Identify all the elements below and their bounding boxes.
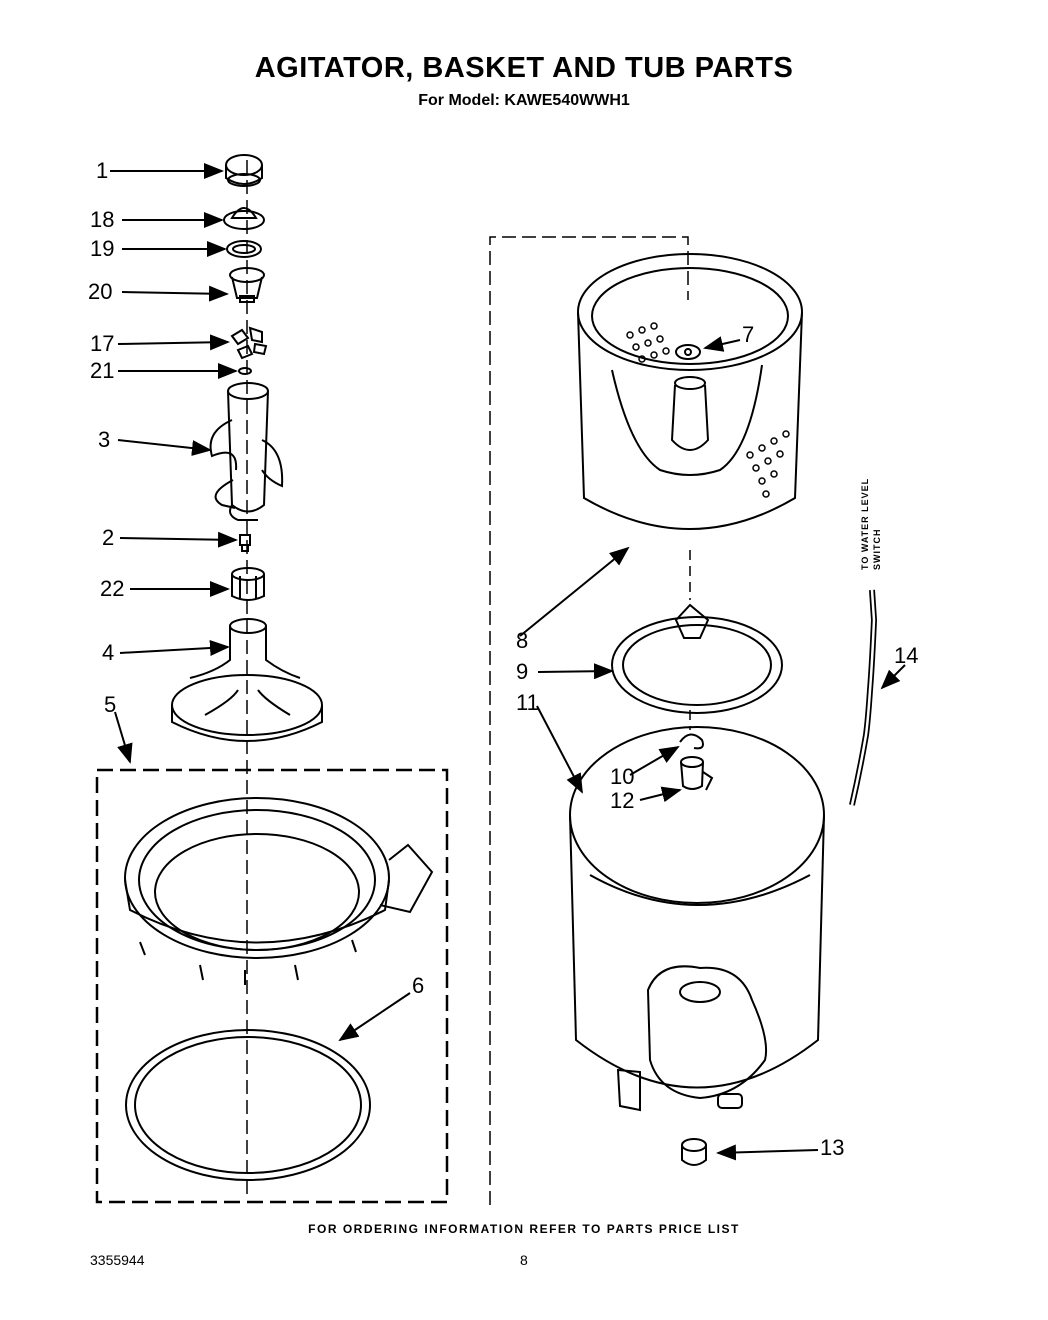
ordering-info-footer: FOR ORDERING INFORMATION REFER TO PARTS … bbox=[308, 1222, 740, 1236]
part-1-cap bbox=[225, 154, 263, 187]
right-bracket-line bbox=[489, 236, 689, 1205]
part-11-tub bbox=[569, 726, 825, 1112]
callout-5: 5 bbox=[104, 692, 117, 717]
leader-lines bbox=[110, 163, 906, 1161]
part-7-nut bbox=[675, 344, 701, 360]
callout-18: 18 bbox=[90, 207, 115, 232]
part-6-gasket bbox=[125, 1029, 371, 1181]
callout-4: 4 bbox=[102, 640, 115, 665]
callout-9: 9 bbox=[516, 659, 529, 684]
callout-12: 12 bbox=[610, 788, 635, 813]
callout-1: 1 bbox=[96, 158, 109, 183]
basket-holes bbox=[626, 322, 790, 498]
callout-6: 6 bbox=[412, 973, 425, 998]
part-13-drain bbox=[681, 1138, 707, 1166]
callout-20: 20 bbox=[88, 279, 113, 304]
part-10-ring bbox=[679, 733, 704, 750]
callout-11: 11 bbox=[516, 690, 539, 715]
callout-3: 3 bbox=[98, 427, 111, 452]
page-title: AGITATOR, BASKET AND TUB PARTS bbox=[254, 52, 794, 84]
part-9-drive-block bbox=[611, 603, 783, 714]
callout-19: 19 bbox=[90, 236, 115, 261]
callout-17: 17 bbox=[90, 331, 115, 356]
callout-10: 10 bbox=[610, 764, 635, 789]
callout-21: 21 bbox=[90, 358, 115, 383]
side-label-line2: SWITCH bbox=[872, 528, 882, 571]
part-19-ring bbox=[226, 240, 262, 258]
part-3-agitator bbox=[209, 382, 284, 521]
callout-22: 22 bbox=[100, 576, 125, 601]
model-subtitle: For Model: KAWE540WWH1 bbox=[418, 92, 630, 109]
part-21-washer bbox=[238, 367, 252, 375]
part-8-basket bbox=[577, 253, 803, 530]
callout-13: 13 bbox=[820, 1135, 845, 1160]
page-number: 8 bbox=[520, 1252, 528, 1268]
water-level-switch-label: TO WATER LEVEL SWITCH bbox=[860, 470, 890, 580]
part-18-cone bbox=[223, 207, 265, 230]
document-number: 3355944 bbox=[90, 1252, 145, 1268]
part-12-hub bbox=[680, 756, 714, 791]
part-20-cam bbox=[229, 267, 265, 303]
callout-2: 2 bbox=[102, 525, 115, 550]
callout-14: 14 bbox=[894, 643, 919, 668]
part-17-dogs bbox=[230, 326, 268, 360]
part-22-coupling bbox=[231, 567, 265, 601]
part-4-agitator-base bbox=[171, 618, 323, 742]
callout-8: 8 bbox=[516, 628, 529, 653]
part-2-bolt bbox=[239, 534, 251, 552]
kit-5-box bbox=[95, 768, 449, 1204]
side-label-line1: TO WATER LEVEL bbox=[860, 477, 870, 570]
callout-7: 7 bbox=[742, 322, 755, 347]
part-5-balance-ring bbox=[124, 797, 434, 985]
